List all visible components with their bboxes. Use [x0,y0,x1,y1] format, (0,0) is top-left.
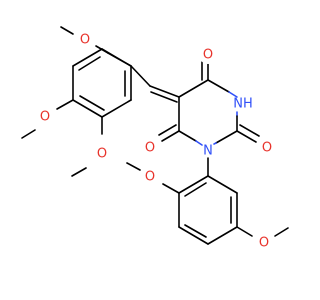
bond [158,124,177,136]
bond [178,130,197,142]
bond [60,26,74,35]
bond [178,175,209,194]
atom-label-oxygen: O [145,141,155,156]
atom-label-oxygen: O [97,147,107,162]
molecule-structure-diagram: O O O O NH O O N O O [21,26,289,252]
bond [78,56,101,71]
bond [213,142,217,145]
bond [236,130,257,143]
bond [126,162,141,171]
atom-label-oxygen: O [203,48,213,63]
atom-label-oxygen: O [259,236,269,251]
atom-label-nh: NH [233,97,253,112]
bond [207,175,238,194]
atom-label-oxygen: O [80,33,90,48]
bond [101,48,132,67]
bond [228,91,238,98]
bond [71,167,87,177]
atom-label-oxygen: O [145,170,155,185]
bond [274,227,289,237]
bond [101,99,132,118]
bond [72,99,103,118]
bond [162,183,180,194]
bond [79,95,105,111]
bond [178,79,209,98]
atom-label-oxygen: O [40,110,50,125]
bond [239,124,260,137]
bond [207,226,238,245]
bond [149,85,180,98]
bond [130,65,151,87]
atom-label-group: O O O O NH O O N O O [36,31,276,252]
bond [72,48,103,67]
atom-label-nitrogen: N [203,144,213,159]
bond [184,182,207,197]
bond [21,129,36,139]
bond [150,91,178,103]
bond [195,140,203,146]
bond [236,226,253,237]
atom-label-oxygen: O [262,141,272,156]
bond [56,99,74,110]
bond-group [21,26,289,245]
bond [215,130,238,144]
bond [161,130,180,142]
bond [184,224,207,238]
bond [178,226,209,245]
bond [207,79,230,93]
